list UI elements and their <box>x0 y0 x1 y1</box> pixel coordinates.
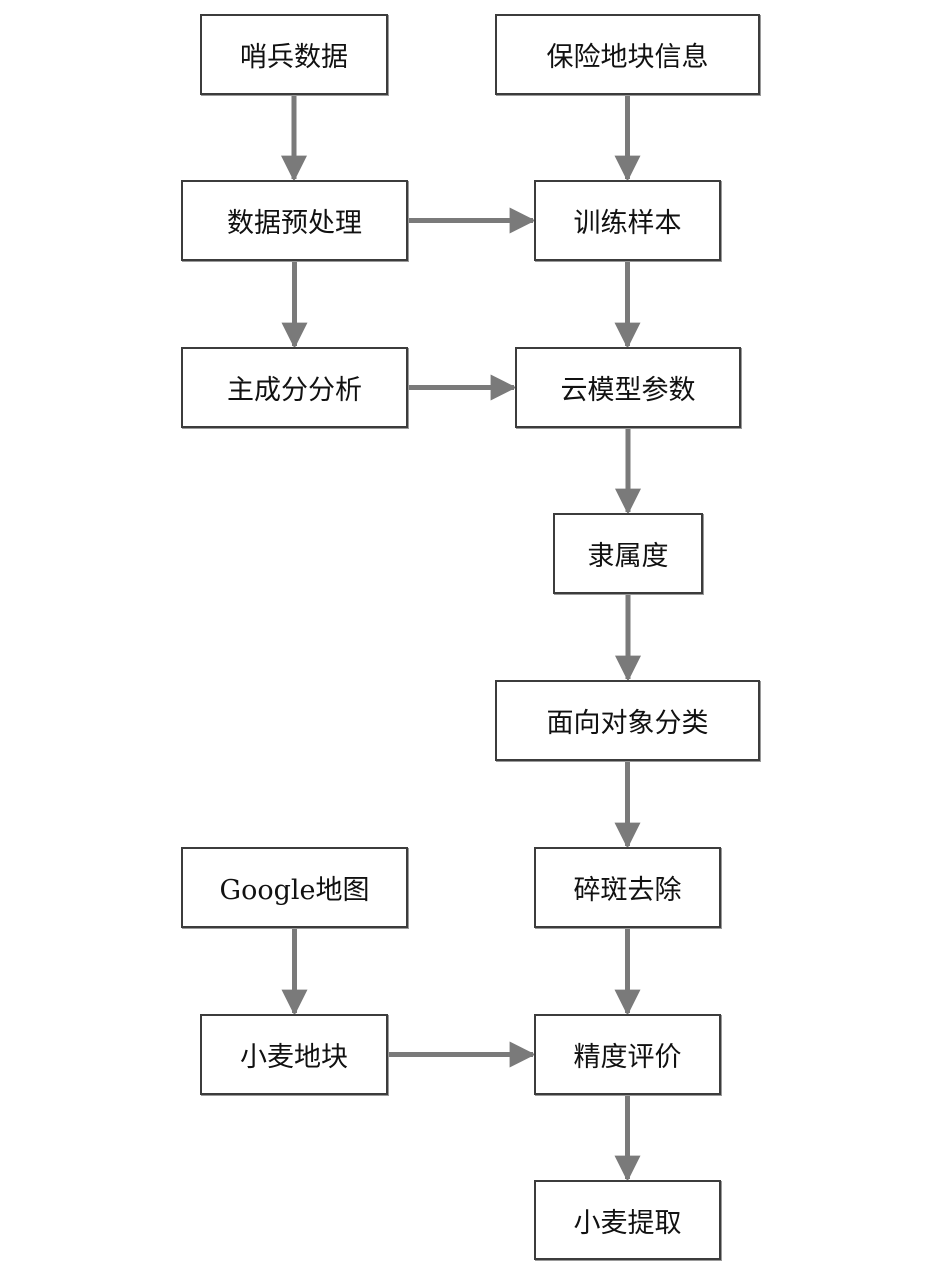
node-label: 小麦提取 <box>573 1207 682 1239</box>
node-label: 面向对象分类 <box>546 708 709 739</box>
node-label: 碎斑去除 <box>573 875 682 906</box>
node-label: 主成分分析 <box>227 375 362 406</box>
node-wheat-plots: 小麦地块 <box>200 1014 388 1095</box>
node-google-map: Google地图 <box>181 847 408 928</box>
node-insurance-plot-info: 保险地块信息 <box>495 14 760 95</box>
node-label: Google地图 <box>219 875 370 906</box>
node-label: 数据预处理 <box>227 208 362 239</box>
node-accuracy-evaluation: 精度评价 <box>534 1014 721 1095</box>
node-membership: 隶属度 <box>553 513 703 594</box>
node-wheat-extraction: 小麦提取 <box>534 1180 721 1260</box>
node-object-oriented-classification: 面向对象分类 <box>495 680 760 761</box>
node-label: 哨兵数据 <box>240 42 348 73</box>
node-label: 精度评价 <box>573 1042 682 1073</box>
node-data-preprocessing: 数据预处理 <box>181 180 408 261</box>
node-label: 保险地块信息 <box>546 42 709 73</box>
node-label: 训练样本 <box>573 208 682 239</box>
node-training-samples: 训练样本 <box>534 180 721 261</box>
node-sentinel-data: 哨兵数据 <box>200 14 388 95</box>
node-cloud-model-params: 云模型参数 <box>515 347 741 428</box>
node-pca: 主成分分析 <box>181 347 408 428</box>
node-patch-removal: 碎斑去除 <box>534 847 721 928</box>
node-label: 云模型参数 <box>560 375 696 406</box>
node-label: 小麦地块 <box>240 1042 348 1073</box>
node-label: 隶属度 <box>587 541 669 572</box>
edge-group <box>281 95 641 1182</box>
